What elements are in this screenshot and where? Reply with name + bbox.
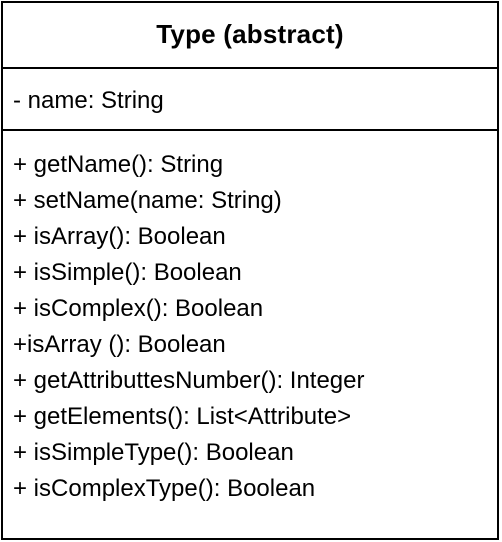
operation-get-attributtes-number: + getAttributtesNumber(): Integer bbox=[13, 367, 365, 394]
operation-is-complex: + isComplex(): Boolean bbox=[13, 295, 264, 322]
operation-get-name: + getName(): String bbox=[13, 151, 224, 178]
class-title: Type (abstract) bbox=[156, 18, 344, 49]
attributes-compartment: - name: String bbox=[3, 69, 497, 131]
operation-is-array: + isArray(): Boolean bbox=[13, 223, 226, 250]
attribute-name: - name: String bbox=[13, 87, 164, 114]
operations-compartment: + getName(): String + setName(name: Stri… bbox=[3, 131, 497, 507]
operation-is-complex-type: + isComplexType(): Boolean bbox=[13, 475, 316, 502]
operation-is-array-duplicate: +isArray (): Boolean bbox=[13, 331, 226, 358]
class-header: Type (abstract) bbox=[3, 3, 497, 69]
operation-is-simple-type: + isSimpleType(): Boolean bbox=[13, 439, 294, 466]
operation-set-name: + setName(name: String) bbox=[13, 187, 282, 214]
operation-is-simple: + isSimple(): Boolean bbox=[13, 259, 242, 286]
operation-get-elements: + getElements(): List<Attribute> bbox=[13, 403, 352, 430]
